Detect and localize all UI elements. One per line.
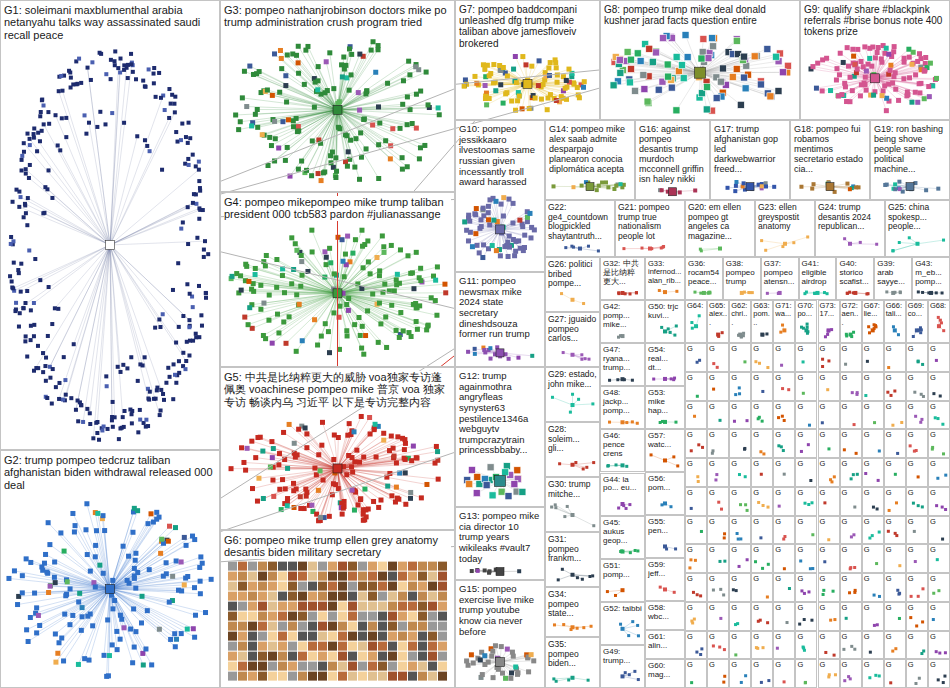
graph-canvas: G1: soleimani maxblumenthal arabia netan… — [0, 0, 950, 688]
